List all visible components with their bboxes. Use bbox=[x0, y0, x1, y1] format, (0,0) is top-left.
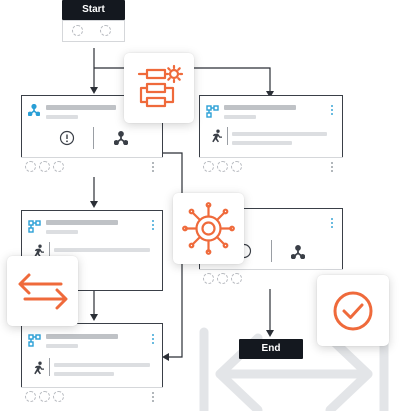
branch-split-icon bbox=[291, 245, 305, 259]
node-subtitle-placeholder bbox=[46, 230, 78, 234]
port-dot bbox=[53, 161, 64, 172]
divider bbox=[227, 127, 228, 145]
node-ports bbox=[199, 269, 343, 289]
node-subtitle-placeholder bbox=[46, 115, 78, 119]
port-dot bbox=[203, 161, 214, 172]
more-menu-icon[interactable] bbox=[331, 105, 333, 115]
node-detail-placeholder bbox=[232, 132, 327, 136]
start-node-ports bbox=[62, 20, 125, 42]
workflow-process-gear-icon bbox=[137, 64, 184, 108]
more-menu-icon[interactable] bbox=[152, 334, 154, 344]
node-detail-placeholder bbox=[232, 141, 292, 145]
hierarchy-icon bbox=[28, 220, 41, 233]
more-menu-icon[interactable] bbox=[152, 162, 154, 172]
runner-icon bbox=[34, 361, 44, 375]
divider bbox=[271, 240, 272, 262]
port-dot bbox=[100, 25, 111, 36]
node-ports bbox=[21, 157, 163, 177]
port-dot bbox=[53, 391, 64, 402]
divider bbox=[49, 242, 50, 260]
node-subtitle-placeholder bbox=[46, 344, 78, 348]
more-menu-icon[interactable] bbox=[331, 162, 333, 172]
divider bbox=[93, 127, 94, 149]
port-dot bbox=[203, 273, 214, 284]
branch-split-icon bbox=[28, 104, 40, 116]
hierarchy-icon bbox=[28, 334, 41, 347]
runner-icon bbox=[34, 244, 44, 258]
port-dot bbox=[25, 161, 36, 172]
node-title-placeholder bbox=[224, 105, 296, 110]
start-node[interactable]: Start bbox=[62, 0, 125, 20]
more-menu-icon[interactable] bbox=[152, 220, 154, 230]
port-dot bbox=[39, 161, 50, 172]
check-circle-icon bbox=[333, 291, 373, 331]
flow-node-right-1[interactable] bbox=[199, 95, 343, 177]
api-integration-gear-icon bbox=[182, 202, 235, 255]
node-title-placeholder bbox=[46, 105, 116, 110]
node-title-placeholder bbox=[46, 334, 118, 339]
alert-circle-icon bbox=[59, 130, 75, 146]
node-detail-placeholder bbox=[54, 372, 114, 376]
more-menu-icon[interactable] bbox=[331, 218, 333, 228]
port-dot bbox=[217, 273, 228, 284]
divider bbox=[49, 358, 50, 376]
completed-card[interactable] bbox=[317, 275, 389, 346]
port-dot bbox=[231, 273, 242, 284]
node-detail-placeholder bbox=[54, 363, 150, 367]
node-subtitle-placeholder bbox=[224, 115, 256, 119]
runner-icon bbox=[212, 129, 222, 143]
end-node[interactable]: End bbox=[239, 339, 303, 359]
node-detail-placeholder bbox=[54, 248, 150, 252]
more-menu-icon[interactable] bbox=[152, 392, 154, 402]
api-integration-card[interactable] bbox=[173, 193, 244, 264]
node-title-placeholder bbox=[46, 220, 118, 225]
hierarchy-icon bbox=[206, 105, 219, 118]
data-transfer-card[interactable] bbox=[7, 256, 78, 326]
port-dot bbox=[217, 161, 228, 172]
node-ports bbox=[21, 387, 163, 407]
workflow-process-card[interactable] bbox=[124, 53, 194, 123]
flow-node-left-3[interactable] bbox=[21, 323, 163, 407]
port-dot bbox=[39, 391, 50, 402]
node-ports bbox=[199, 157, 343, 177]
port-dot bbox=[25, 391, 36, 402]
bidirectional-transfer-arrows-icon bbox=[18, 273, 68, 310]
flow-node-left-1[interactable] bbox=[21, 95, 163, 177]
port-dot bbox=[72, 25, 83, 36]
branch-split-icon bbox=[114, 131, 128, 145]
port-dot bbox=[231, 161, 242, 172]
